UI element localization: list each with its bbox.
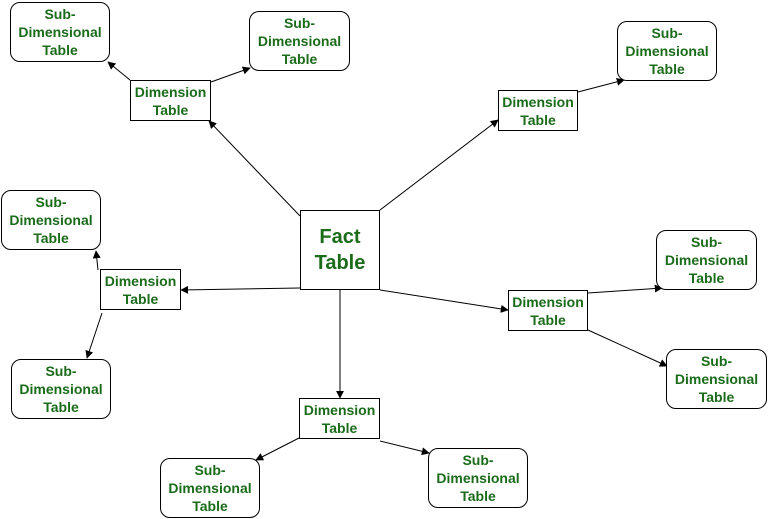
edge-dim-bottom-to-sub-right: [379, 440, 430, 456]
dimension-table-left[interactable]: Dimension Table: [100, 269, 181, 310]
dimension-table-label: Dimension Table: [303, 401, 376, 436]
fact-table-label: Fact Table: [314, 226, 366, 274]
sub-dimensional-table-label: Sub- Dimensional Table: [257, 15, 342, 67]
fact-table[interactable]: Fact Table: [300, 210, 380, 290]
edge-fact-to-dim-top-right: [379, 119, 499, 211]
edge-dim-top-left-to-sub-a: [107, 61, 131, 81]
dimension-table-label: Dimension Table: [104, 272, 177, 307]
edge-fact-to-dim-top-left: [208, 120, 301, 217]
sub-dimensional-table-bottom-left[interactable]: Sub- Dimensional Table: [160, 458, 260, 518]
sub-dimensional-table-label: Sub- Dimensional Table: [19, 363, 103, 415]
sub-dimensional-table-bottom-right[interactable]: Sub- Dimensional Table: [428, 448, 528, 508]
edge-fact-to-dim-left: [180, 285, 301, 294]
edge-fact-to-dim-right: [379, 289, 509, 313]
sub-dimensional-table-left-lower[interactable]: Sub- Dimensional Table: [11, 359, 111, 419]
dimension-table-label: Dimension Table: [512, 293, 584, 328]
edge-dim-top-left-to-sub-b: [210, 66, 251, 83]
sub-dimensional-table-right-lower[interactable]: Sub- Dimensional Table: [666, 349, 767, 409]
edge-dim-right-to-sub-lower: [587, 329, 668, 367]
sub-dimensional-table-top-right[interactable]: Sub- Dimensional Table: [617, 21, 717, 81]
edge-dim-left-to-sub-lower: [85, 312, 103, 359]
edge-dim-right-to-sub-upper: [587, 284, 663, 294]
edge-dim-top-right-to-sub: [577, 77, 625, 93]
dimension-table-label: Dimension Table: [502, 93, 574, 128]
dimension-table-bottom[interactable]: Dimension Table: [299, 398, 380, 439]
dimension-table-top-right[interactable]: Dimension Table: [498, 90, 578, 131]
sub-dimensional-table-label: Sub- Dimensional Table: [625, 25, 709, 77]
sub-dimensional-table-label: Sub- Dimensional Table: [18, 6, 102, 58]
sub-dimensional-table-right-upper[interactable]: Sub- Dimensional Table: [656, 230, 757, 290]
sub-dimensional-table-label: Sub- Dimensional Table: [168, 462, 252, 514]
edge-dim-left-to-sub-upper: [92, 250, 101, 271]
sub-dimensional-table-label: Sub- Dimensional Table: [436, 452, 520, 504]
sub-dimensional-table-label: Sub- Dimensional Table: [9, 194, 93, 246]
sub-dimensional-table-left-upper[interactable]: Sub- Dimensional Table: [1, 190, 101, 250]
sub-dimensional-table-label: Sub- Dimensional Table: [664, 234, 749, 286]
dimension-table-right[interactable]: Dimension Table: [508, 290, 588, 331]
sub-dimensional-table-top-left-b[interactable]: Sub- Dimensional Table: [249, 11, 350, 71]
sub-dimensional-table-label: Sub- Dimensional Table: [674, 353, 759, 405]
dimension-table-label: Dimension Table: [134, 83, 207, 118]
edge-dim-bottom-to-sub-left: [255, 437, 300, 461]
sub-dimensional-table-top-left-a[interactable]: Sub- Dimensional Table: [10, 2, 110, 62]
dimension-table-top-left[interactable]: Dimension Table: [130, 80, 211, 121]
